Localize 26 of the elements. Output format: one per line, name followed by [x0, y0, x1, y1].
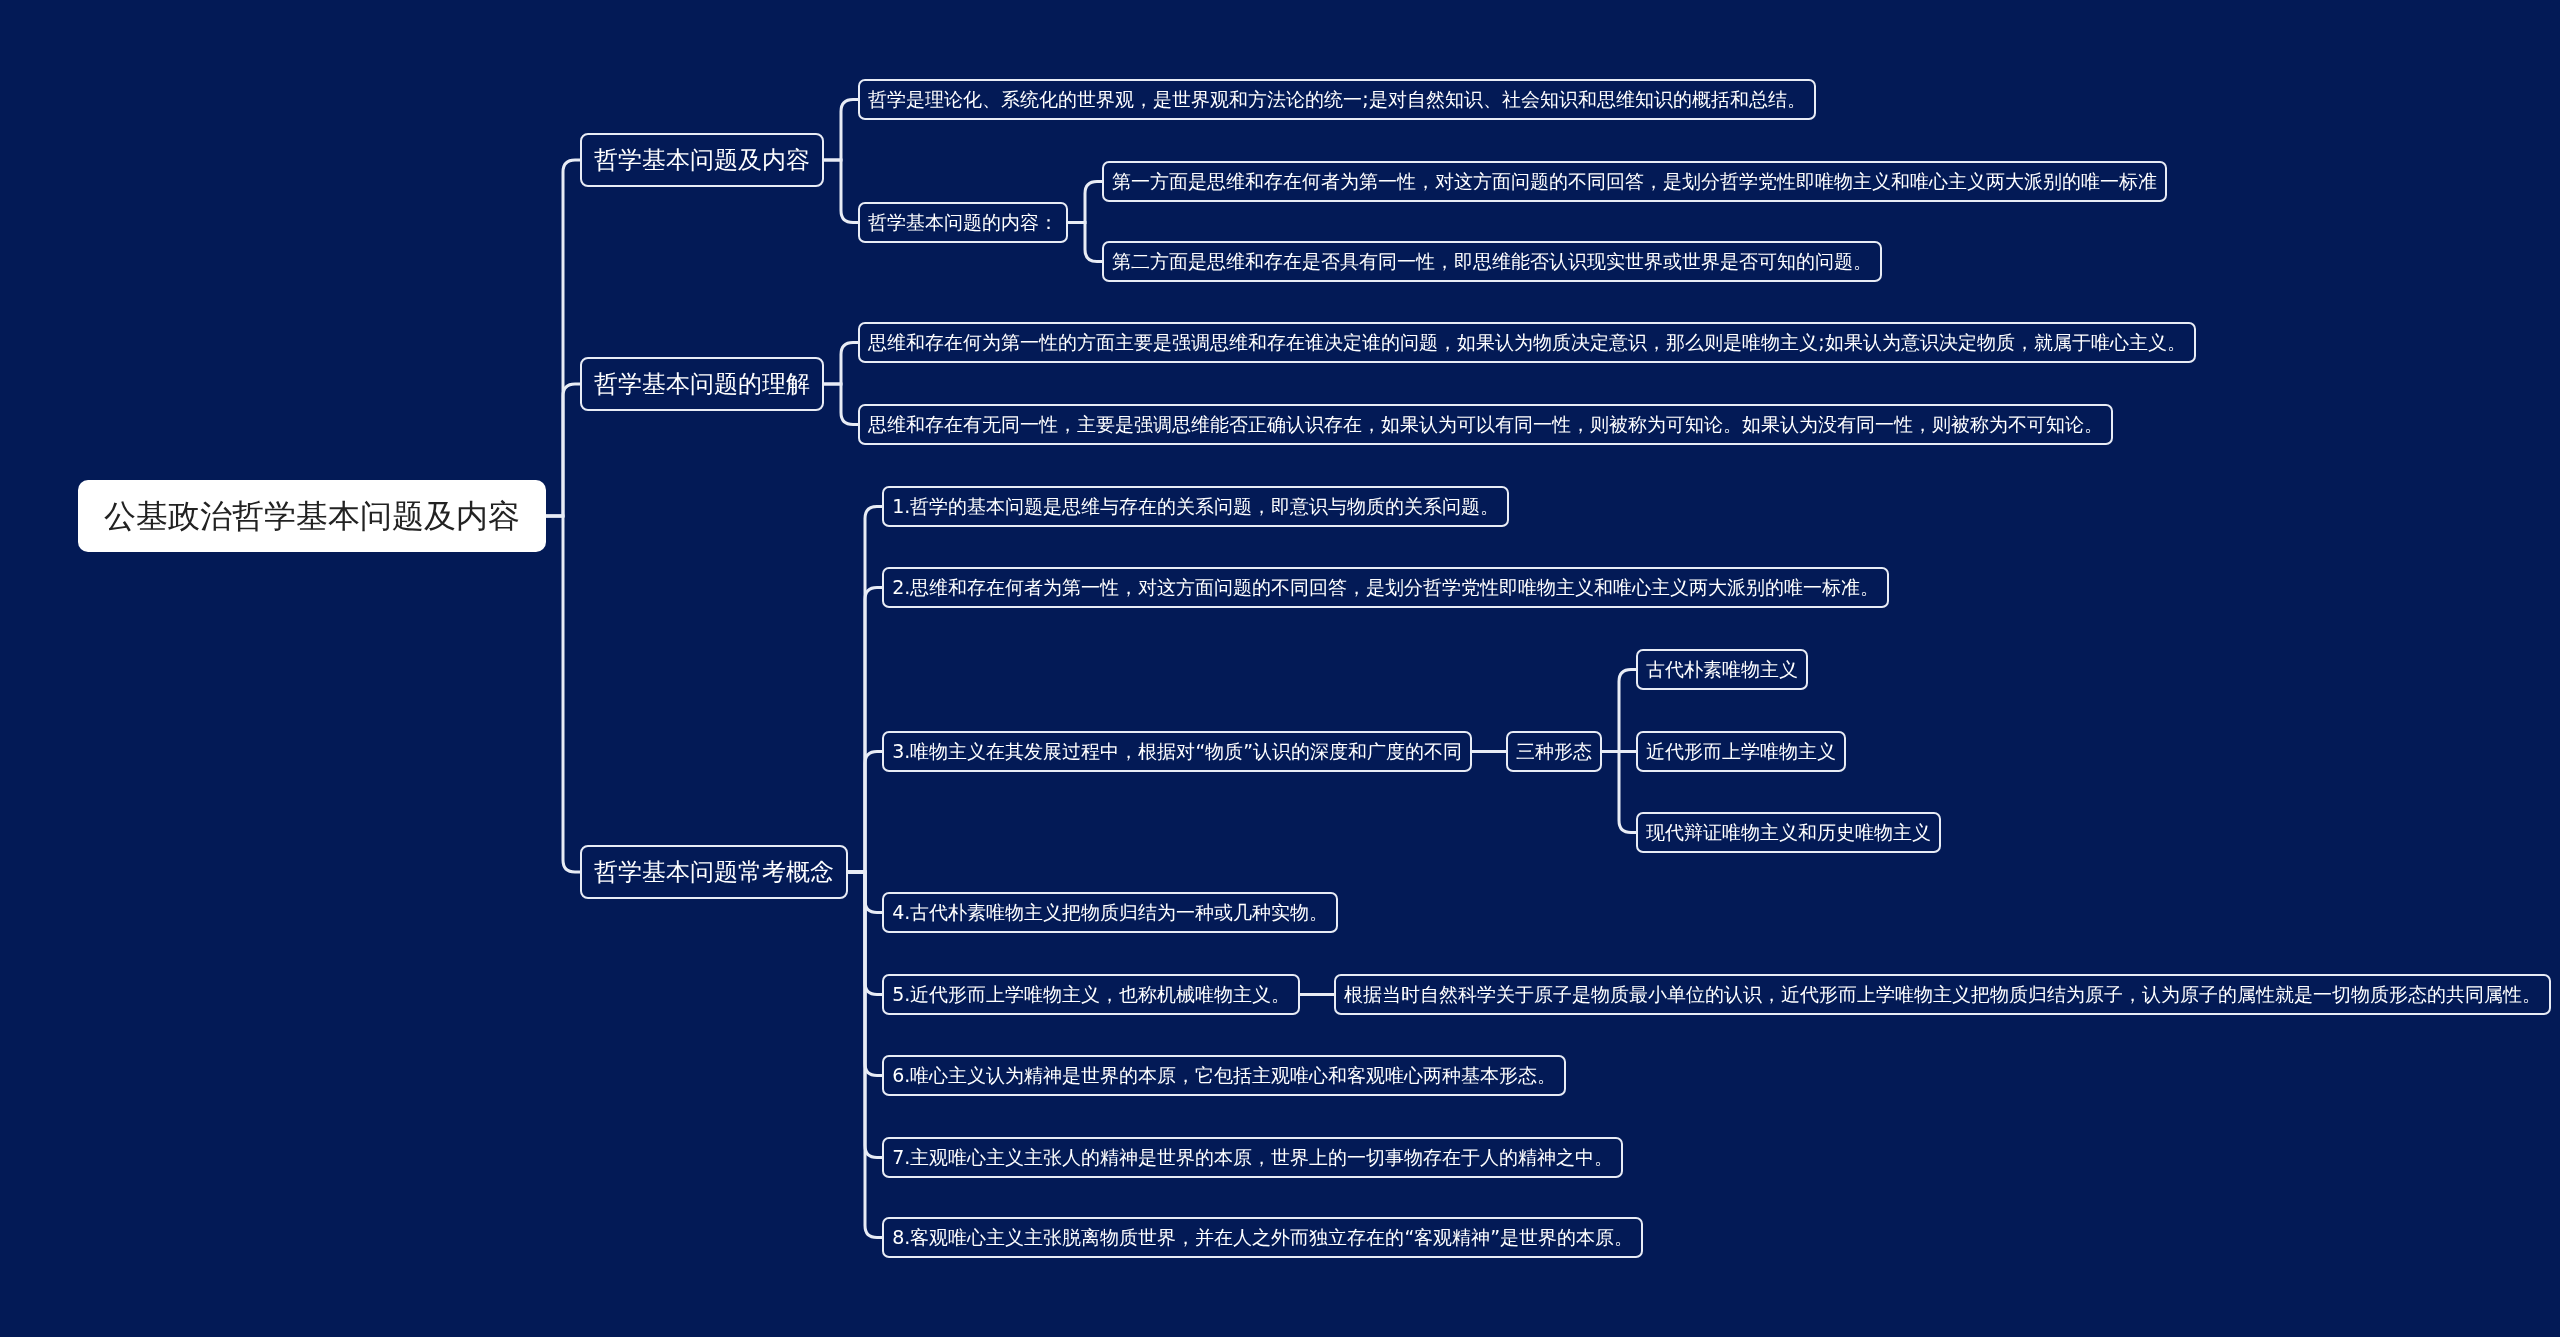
- subtopic-box: 8.客观唯心主义主张脱离物质世界，并在人之外而独立存在的“客观精神”是世界的本原。: [882, 1217, 1644, 1259]
- subtopic-box: 3.唯物主义在其发展过程中，根据对“物质”认识的深度和广度的不同: [882, 730, 1473, 772]
- subtopic-box: 现代辩证唯物主义和历史唯物主义: [1636, 812, 1942, 854]
- subtopic-box: 5.近代形而上学唯物主义，也称机械唯物主义。: [882, 973, 1301, 1015]
- subtopic-box: 思维和存在何为第一性的方面主要是强调思维和存在谁决定谁的问题，如果认为物质决定意识，那么则是唯物主义;如果认为意识决定物质，就属于唯心主义。: [858, 322, 2196, 364]
- subtopic-box: 哲学基本问题的内容：: [858, 201, 1069, 243]
- root-topic-box: 公基政治哲学基本问题及内容: [78, 479, 547, 552]
- subtopic-box: 2.思维和存在何者为第一性，对这方面问题的不同回答，是划分哲学党性即唯物主义和唯心主义两大派别的唯一标准。: [882, 567, 1890, 609]
- connector-line: [1300, 993, 1334, 996]
- subtopic-box: 7.主观唯心主义主张人的精神是世界的本原，世界上的一切事物存在于人的精神之中。: [882, 1137, 1624, 1179]
- topic-box: 哲学基本问题及内容: [580, 133, 825, 187]
- topic-box: 哲学基本问题常考概念: [580, 844, 849, 899]
- subtopic-box: 思维和存在有无同一性，主要是强调思维能否正确认识存在，如果认为可以有同一性，则被称为可知论。如果认为没有同一性，则被称为不可知论。: [858, 404, 2114, 445]
- subtopic-box: 6.唯心主义认为精神是世界的本原，它包括主观唯心和客观唯心两种基本形态。: [882, 1055, 1567, 1097]
- subtopic-box: 近代形而上学唯物主义: [1636, 730, 1847, 772]
- subtopic-box: 第二方面是思维和存在是否具有同一性，即思维能否认识现实世界或世界是否可知的问题。: [1102, 240, 1883, 282]
- subtopic-box: 哲学是理论化、系统化的世界观，是世界观和方法论的统一;是对自然知识、社会知识和思维知识的概括和总结。: [858, 79, 1816, 121]
- subtopic-box: 4.古代朴素唯物主义把物质归结为一种或几种实物。: [882, 892, 1339, 934]
- connector-line: [1472, 750, 1506, 753]
- connector-line: [824, 382, 858, 426]
- subtopic-box: 根据当时自然科学关于原子是物质最小单位的认识，近代形而上学唯物主义把物质归结为原子，认为原子的属性就是一切物质形态的共同属性。: [1334, 973, 2552, 1015]
- subtopic-box: 三种形态: [1506, 730, 1603, 772]
- subtopic-box: 1.哲学的基本问题是思维与存在的关系问题，即意识与物质的关系问题。: [882, 485, 1510, 527]
- topic-box: 哲学基本问题的理解: [580, 356, 825, 411]
- subtopic-box: 第一方面是思维和存在何者为第一性，对这方面问题的不同回答，是划分哲学党性即唯物主义和唯心主义两大派别的唯一标准: [1102, 160, 2168, 202]
- subtopic-box: 古代朴素唯物主义: [1636, 648, 1809, 690]
